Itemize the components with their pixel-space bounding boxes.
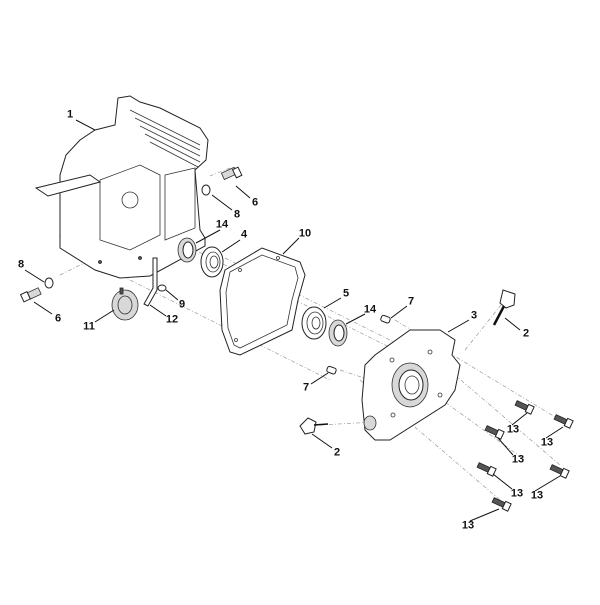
callout-13-f[interactable]: 13	[461, 519, 475, 532]
callout-3[interactable]: 3	[470, 309, 478, 322]
leader-lines	[24, 119, 564, 522]
callout-14-upper[interactable]: 14	[215, 218, 229, 231]
screw-plug-part-6-upper	[220, 166, 243, 181]
governor-shaft-part-12	[143, 257, 158, 307]
o-ring-part-9	[157, 284, 167, 292]
callout-9[interactable]: 9	[178, 298, 186, 311]
governor-gear-part-11	[111, 287, 139, 321]
callout-2-lower[interactable]: 2	[333, 446, 341, 459]
callout-7-upper[interactable]: 7	[407, 295, 415, 308]
ball-bearing-part-4	[200, 246, 224, 278]
dowel-pin-part-7-upper	[380, 314, 391, 324]
callout-5[interactable]: 5	[342, 287, 350, 300]
sealing-ring-part-8-lower	[44, 277, 54, 289]
callout-2-upper[interactable]: 2	[522, 327, 530, 340]
callout-12[interactable]: 12	[165, 313, 179, 326]
oil-seal-part-14-upper	[177, 237, 197, 263]
callout-13-d[interactable]: 13	[510, 487, 524, 500]
oil-dipstick-part-2-upper	[492, 289, 516, 326]
hex-bolts-part-13	[476, 400, 574, 512]
callout-8-upper[interactable]: 8	[233, 208, 241, 221]
callout-6-upper[interactable]: 6	[251, 196, 259, 209]
oil-seal-part-14-lower	[328, 319, 348, 347]
callout-13-c[interactable]: 13	[511, 453, 525, 466]
crankcase-part-1	[34, 95, 209, 279]
callout-14-lower[interactable]: 14	[363, 303, 377, 316]
gasket-part-10	[219, 247, 306, 356]
callout-8-lower[interactable]: 8	[17, 258, 25, 271]
callout-11[interactable]: 11	[83, 320, 95, 333]
callout-1[interactable]: 1	[66, 108, 74, 121]
ball-bearing-part-5	[301, 306, 327, 340]
callout-7-lower[interactable]: 7	[302, 381, 310, 394]
callout-4[interactable]: 4	[240, 228, 248, 241]
oil-dipstick-part-2-lower	[299, 417, 329, 435]
callout-13-a[interactable]: 13	[506, 423, 520, 436]
sealing-ring-part-8-upper	[201, 184, 211, 196]
dowel-pin-part-7-lower	[326, 365, 337, 375]
crankcase-cover-part-3	[361, 329, 461, 441]
callout-10[interactable]: 10	[298, 227, 312, 240]
callout-13-b[interactable]: 13	[540, 436, 554, 449]
callout-6-lower[interactable]: 6	[54, 312, 62, 325]
screw-plug-part-6-lower	[19, 287, 42, 303]
callout-13-e[interactable]: 13	[530, 489, 544, 502]
